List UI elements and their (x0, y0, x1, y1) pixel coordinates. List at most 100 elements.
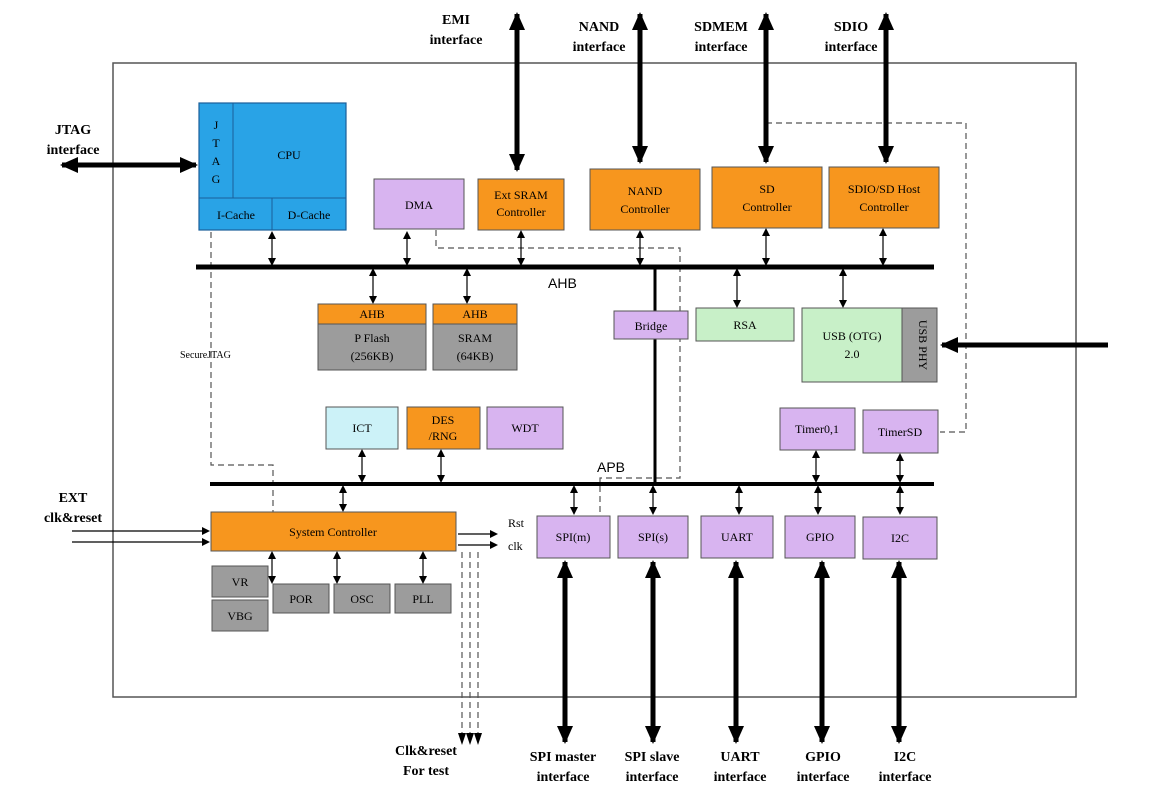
i2c-label: I2C (891, 531, 909, 545)
sdio-ctrl-label-1: SDIO/SD Host (848, 182, 921, 196)
clk-test-label-2: For test (403, 764, 449, 779)
external-labels: EMI interface NAND interface SDMEM inter… (44, 13, 931, 785)
sram-block: AHB SRAM (64KB) (432, 303, 518, 371)
des-label-1: DES (432, 413, 455, 427)
ict-block: ICT (325, 406, 399, 450)
sdmem-label-2: interface (695, 40, 748, 55)
sdio-controller: SDIO/SD Host Controller (828, 166, 940, 229)
spi-slave-label-2: interface (626, 770, 679, 785)
uart-block: UART (700, 515, 774, 559)
jtag-label-2: interface (47, 143, 100, 158)
jtag-letter-a: A (212, 154, 221, 168)
rsa-label: RSA (733, 318, 757, 332)
gpio-label: GPIO (806, 530, 834, 544)
cpu-label: CPU (277, 148, 301, 162)
bridge-block: Bridge (613, 310, 689, 340)
i2c-block: I2C (862, 516, 938, 560)
emi-label-2: interface (430, 33, 483, 48)
vbg-block: VBG (211, 599, 269, 632)
wdt-block: WDT (486, 406, 564, 450)
ext-clk-label-1: EXT (59, 491, 88, 506)
sram-label-1: SRAM (458, 331, 492, 345)
vbg-label: VBG (227, 609, 253, 623)
timersd-block: TimerSD (862, 409, 939, 454)
icache-label: I-Cache (217, 208, 255, 222)
sdio-label-1: SDIO (834, 20, 868, 35)
usb-label-2: 2.0 (845, 347, 860, 361)
external-arrows (60, 12, 1108, 744)
gpio-block: GPIO (784, 515, 856, 559)
spim-label: SPI(m) (556, 530, 591, 544)
wdt-label: WDT (511, 421, 539, 435)
ext-sram-label-1: Ext SRAM (494, 188, 548, 202)
vr-block: VR (211, 565, 269, 598)
sdio-ctrl-label-2: Controller (859, 200, 908, 214)
ahb-label: AHB (548, 275, 577, 291)
i2c-ext-label-1: I2C (894, 750, 917, 765)
spi-master-label-1: SPI master (530, 750, 597, 765)
dashed-connections (210, 122, 967, 735)
por-label: POR (289, 592, 312, 606)
ext-sram-label-2: Controller (496, 205, 545, 219)
system-controller: System Controller (210, 511, 457, 552)
cpu-block: CPU J T A G I-Cache D-Cache (198, 102, 347, 231)
pll-block: PLL (394, 583, 452, 614)
ext-clk-label-2: clk&reset (44, 511, 102, 526)
sdio-label-2: interface (825, 40, 878, 55)
gpio-ext-label-2: interface (797, 770, 850, 785)
sd-ctrl-label-1: SD (759, 182, 775, 196)
jtag-label-1: JTAG (55, 123, 91, 138)
sram-ahb-label: AHB (462, 307, 487, 321)
nand-ctrl-label-1: NAND (628, 184, 663, 198)
pflash-label-2: (256KB) (351, 349, 394, 363)
pflash-block: AHB P Flash (256KB) (317, 303, 427, 371)
des-rng-block: DES /RNG (406, 406, 481, 450)
bus-connections (72, 228, 904, 584)
ict-label: ICT (352, 421, 372, 435)
spis-label: SPI(s) (638, 530, 668, 544)
uart-ext-label-2: interface (714, 770, 767, 785)
timersd-label: TimerSD (878, 425, 923, 439)
clk-label: clk (508, 539, 523, 553)
pflash-ahb-label: AHB (359, 307, 384, 321)
vr-label: VR (232, 575, 249, 589)
sram-label-2: (64KB) (457, 349, 494, 363)
spi-master-block: SPI(m) (536, 515, 611, 559)
sd-controller: SD Controller (711, 166, 823, 229)
des-label-2: /RNG (429, 429, 458, 443)
spi-slave-label-1: SPI slave (625, 750, 680, 765)
usb-phy-label: USB PHY (916, 320, 930, 371)
usb-block: USB (OTG) 2.0 USB PHY (801, 307, 938, 383)
jtag-letter-j: J (214, 118, 219, 132)
spi-master-label-2: interface (537, 770, 590, 785)
por-block: POR (272, 583, 330, 614)
apb-label: APB (597, 459, 625, 475)
gpio-ext-label-1: GPIO (805, 750, 841, 765)
usb-label-1: USB (OTG) (823, 329, 882, 343)
jtag-letter-g: G (212, 172, 221, 186)
spi-slave-block: SPI(s) (617, 515, 689, 559)
secure-jtag-label: SecureJTAG (180, 350, 231, 361)
clk-test-label-1: Clk&reset (395, 744, 457, 759)
ext-sram-controller: Ext SRAM Controller (477, 178, 565, 231)
dcache-label: D-Cache (288, 208, 331, 222)
dma-block: DMA (373, 178, 465, 230)
emi-label-1: EMI (442, 13, 470, 28)
uart-ext-label-1: UART (720, 750, 760, 765)
test-arrowheads (458, 733, 482, 745)
osc-block: OSC (333, 583, 391, 614)
nand-label-1: NAND (579, 20, 619, 35)
pflash-label-1: P Flash (354, 331, 389, 345)
dma-label: DMA (405, 198, 433, 212)
pll-label: PLL (412, 592, 433, 606)
rst-label: Rst (508, 516, 525, 530)
bridge-label: Bridge (635, 319, 668, 333)
jtag-letter-t: T (212, 136, 220, 150)
sd-ctrl-label-2: Controller (742, 200, 791, 214)
sysctrl-label: System Controller (289, 525, 377, 539)
uart-label: UART (721, 530, 754, 544)
timer01-block: Timer0,1 (779, 407, 856, 451)
timer01-label: Timer0,1 (795, 422, 839, 436)
chip-boundary (112, 62, 1077, 698)
